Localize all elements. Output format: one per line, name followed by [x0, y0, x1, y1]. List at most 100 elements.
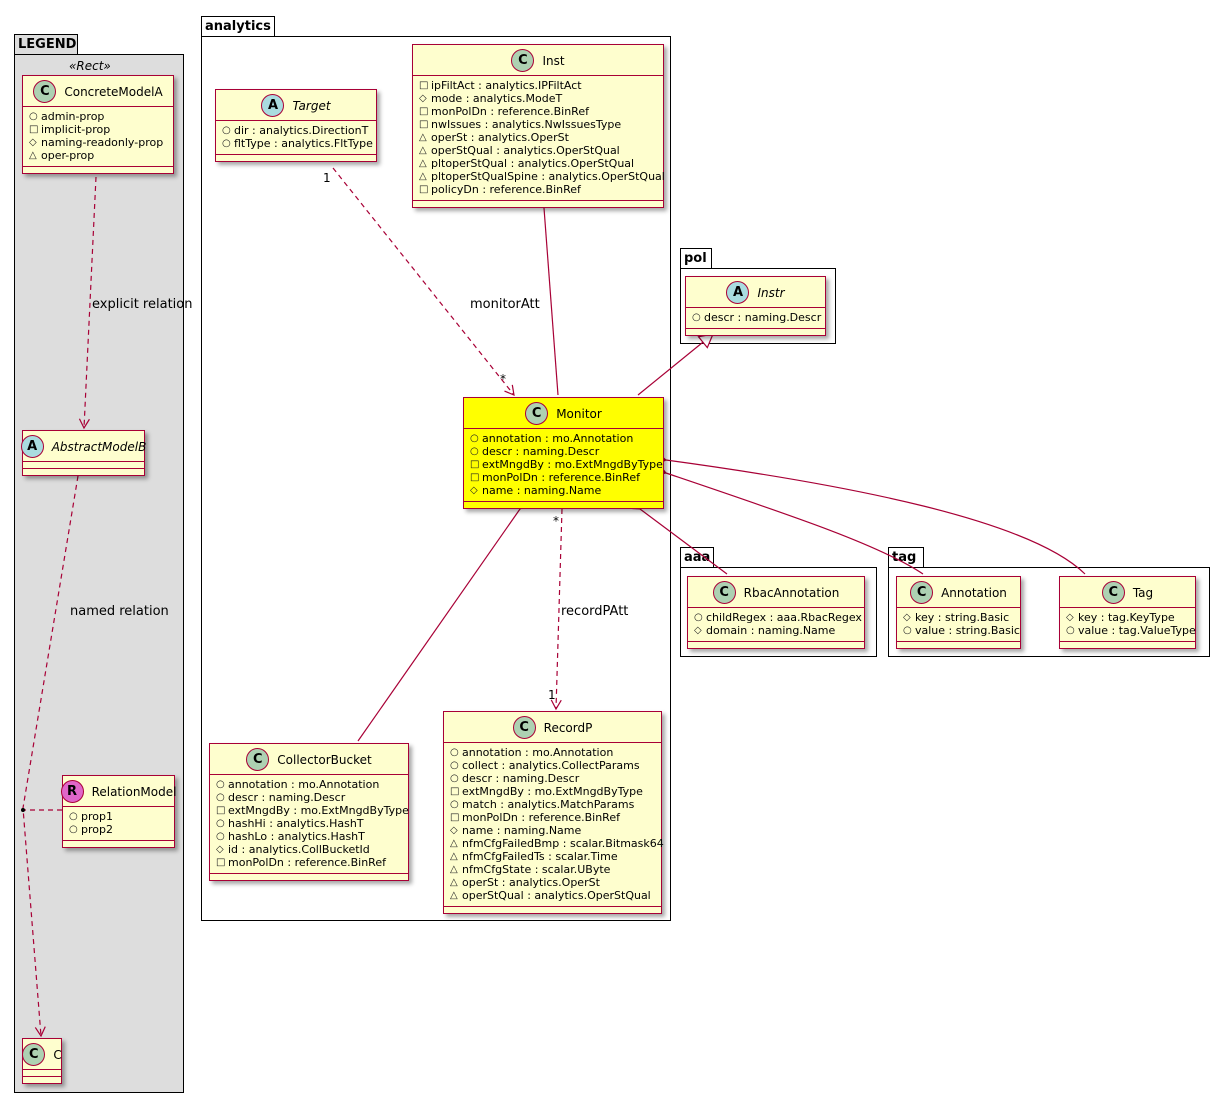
- attribute-row: ◇name : naming.Name: [450, 824, 655, 837]
- private-visibility-icon: □: [216, 857, 226, 868]
- attribute-text: ipFiltAct : analytics.IPFiltAct: [431, 79, 582, 92]
- class-name: Inst: [542, 53, 565, 68]
- package-visibility-icon: △: [450, 864, 458, 875]
- attribute-row: △nfmCfgFailedTs : scalar.Time: [450, 850, 655, 863]
- tag-package-tab: tag: [888, 547, 924, 567]
- package-visibility-icon: △: [419, 158, 427, 169]
- class-kind-icon: C: [33, 80, 57, 103]
- attribute-text: extMngdBy : mo.ExtMngdByType: [462, 785, 643, 798]
- attribute-row: ◇mode : analytics.ModeT: [419, 92, 657, 105]
- class-header: C Monitor: [464, 398, 663, 429]
- attribute-text: extMngdBy : mo.ExtMngdByType: [228, 804, 409, 817]
- attribute-row: ○value : string.Basic: [903, 624, 1020, 637]
- attribute-text: pltoperStQual : analytics.OperStQual: [431, 157, 635, 170]
- class-kind-icon: C: [511, 49, 535, 72]
- public-visibility-icon: ○: [222, 138, 231, 149]
- record-patt-target-multiplicity: 1: [548, 688, 556, 702]
- attribute-row: ○value : tag.ValueType: [1066, 624, 1196, 637]
- protected-visibility-icon: ◇: [694, 625, 702, 636]
- attribute-text: annotation : mo.Annotation: [462, 746, 614, 759]
- analytics-package-tab: analytics: [201, 16, 275, 36]
- class-kind-icon: C: [246, 748, 270, 771]
- package-visibility-icon: △: [450, 851, 458, 862]
- class-kind-icon: C: [512, 716, 536, 739]
- attribute-text: monPolDn : reference.BinRef: [431, 105, 589, 118]
- attribute-row: ○descr : naming.Descr: [692, 311, 821, 324]
- package-visibility-icon: △: [419, 171, 427, 182]
- attribute-text: domain : naming.Name: [706, 624, 836, 637]
- attribute-text: childRegex : aaa.RbacRegex: [706, 611, 862, 624]
- attribute-row: △operStQual : analytics.OperStQual: [450, 889, 655, 902]
- attribute-row: △nfmCfgState : scalar.UByte: [450, 863, 655, 876]
- legend-package-tab: LEGEND: [14, 34, 78, 54]
- class-methods: [1060, 642, 1195, 648]
- class-attributes: ◇key : tag.KeyType○value : tag.ValueType: [1060, 608, 1196, 642]
- class-header: C ConcreteModelA: [23, 76, 173, 107]
- class-name: Monitor: [556, 406, 602, 421]
- private-visibility-icon: □: [419, 184, 429, 195]
- attribute-text: name : naming.Name: [482, 484, 602, 497]
- public-visibility-icon: ○: [216, 818, 225, 829]
- protected-visibility-icon: ◇: [450, 825, 458, 836]
- attribute-row: ○collect : analytics.CollectParams: [450, 759, 655, 772]
- private-visibility-icon: □: [419, 106, 429, 117]
- attribute-text: annotation : mo.Annotation: [228, 778, 380, 791]
- protected-visibility-icon: ◇: [216, 844, 224, 855]
- private-visibility-icon: □: [470, 472, 480, 483]
- attribute-row: □extMngdBy : mo.ExtMngdByType: [450, 785, 655, 798]
- monitor-att-label: monitorAtt: [470, 297, 540, 312]
- package-visibility-icon: △: [419, 132, 427, 143]
- monitor-att-source-multiplicity: 1: [323, 171, 331, 185]
- attribute-row: ◇key : string.Basic: [903, 611, 1014, 624]
- attribute-text: fltType : analytics.FltType: [234, 137, 373, 150]
- public-visibility-icon: ○: [216, 779, 225, 790]
- attribute-text: monPolDn : reference.BinRef: [228, 856, 386, 869]
- class-name: Annotation: [941, 585, 1007, 600]
- attribute-row: △operSt : analytics.OperSt: [450, 876, 655, 889]
- class-kind-icon: C: [1101, 581, 1125, 604]
- class-kind-icon: C: [525, 402, 549, 425]
- public-visibility-icon: ○: [470, 433, 479, 444]
- attribute-text: mode : analytics.ModeT: [431, 92, 563, 105]
- public-visibility-icon: ○: [1066, 625, 1075, 636]
- class-attributes: ○childRegex : aaa.RbacRegex◇domain : nam…: [688, 608, 864, 642]
- class-methods: [23, 469, 144, 475]
- attribute-text: prop1: [81, 810, 113, 823]
- package-visibility-icon: △: [450, 838, 458, 849]
- public-visibility-icon: ○: [470, 446, 479, 457]
- attribute-row: ◇key : tag.KeyType: [1066, 611, 1189, 624]
- attribute-text: implicit-prop: [41, 123, 111, 136]
- attribute-text: descr : naming.Descr: [462, 772, 580, 785]
- private-visibility-icon: □: [419, 80, 429, 91]
- attribute-row: △pltoperStQualSpine : analytics.OperStQu…: [419, 170, 665, 183]
- attribute-row: □policyDn : reference.BinRef: [419, 183, 657, 196]
- legend-package-body: [14, 54, 184, 1093]
- attribute-text: descr : naming.Descr: [482, 445, 600, 458]
- class-name: CollectorBucket: [277, 752, 372, 767]
- class-methods: [686, 329, 825, 335]
- attribute-row: △ nfmCfgFailedBmp : scalar.Bitmask64: [450, 837, 664, 850]
- public-visibility-icon: ○: [903, 625, 912, 636]
- attribute-row: ○prop2: [69, 823, 168, 836]
- public-visibility-icon: ○: [69, 824, 78, 835]
- class-name: ConcreteModelA: [64, 84, 163, 99]
- attribute-row: ○hashHi : analytics.HashT: [216, 817, 402, 830]
- attribute-text: operStQual : analytics.OperStQual: [431, 144, 620, 157]
- attribute-text: nfmCfgFailedBmp : scalar.Bitmask64: [462, 837, 664, 850]
- attribute-row: ○fltType : analytics.FltType: [222, 137, 373, 150]
- attribute-row: □ipFiltAct : analytics.IPFiltAct: [419, 79, 657, 92]
- attribute-text: prop2: [81, 823, 113, 836]
- attribute-text: policyDn : reference.BinRef: [431, 183, 581, 196]
- monitor-tag-composition: [653, 454, 1086, 575]
- class-attributes: ○annotation : mo.Annotation○descr : nami…: [210, 775, 409, 874]
- named-relation-label: named relation: [70, 604, 169, 619]
- attribute-text: naming-readonly-prop: [41, 136, 164, 149]
- class-name: AbstractModelB: [51, 439, 147, 454]
